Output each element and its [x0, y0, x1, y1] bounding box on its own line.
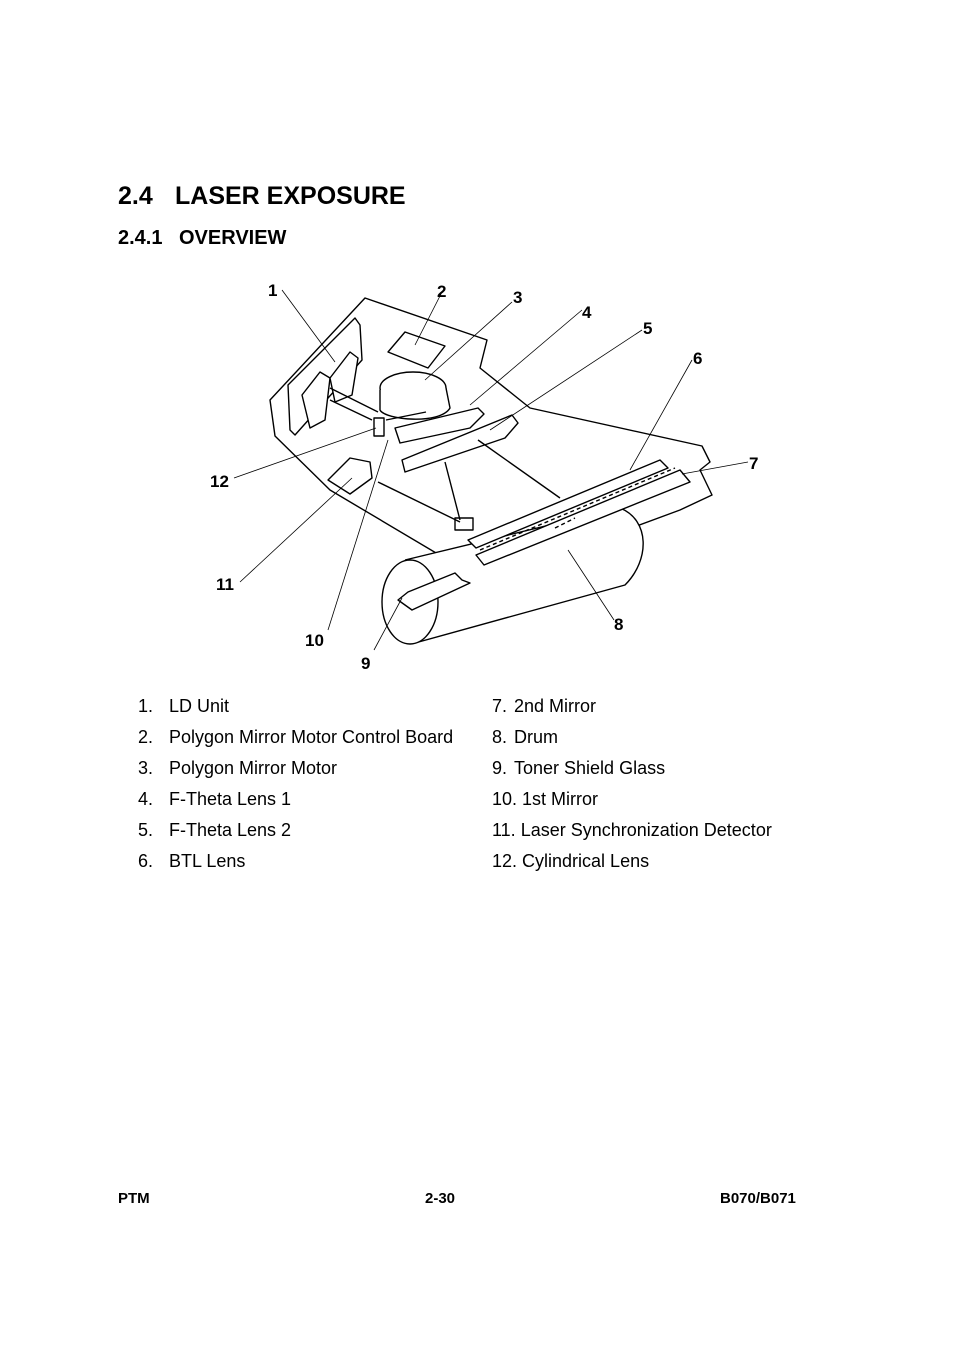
callout-6: 6 — [693, 349, 702, 368]
section-title: LASER EXPOSURE — [175, 182, 406, 210]
item-label: Cylindrical Lens — [522, 851, 650, 871]
list-item: 8. Drum — [492, 725, 772, 756]
item-number: 4. — [138, 789, 154, 809]
item-label: F-Theta Lens 1 — [169, 789, 292, 809]
cylindrical-lens — [373, 417, 385, 437]
list-item: 1. LD Unit — [138, 694, 453, 725]
item-number: 12. — [492, 851, 518, 871]
callout-4: 4 — [582, 303, 592, 322]
item-number: 11. — [492, 820, 516, 840]
first-mirror — [454, 517, 474, 531]
item-number: 3. — [138, 758, 154, 778]
item-label: Laser Synchronization Detector — [520, 820, 772, 840]
list-item: 3. Polygon Mirror Motor — [138, 756, 453, 787]
item-number: 1. — [138, 696, 154, 716]
list-item: 7. 2nd Mirror — [492, 694, 772, 725]
list-item: 2. Polygon Mirror Motor Control Board — [138, 725, 453, 756]
list-item: 6. BTL Lens — [138, 849, 453, 880]
sync-detector — [327, 457, 373, 495]
polygon-control-board — [387, 331, 446, 369]
item-label: F-Theta Lens 2 — [169, 820, 292, 840]
item-label: Toner Shield Glass — [514, 758, 666, 778]
legend-right-column: 7. 2nd Mirror 8. Drum 9. Toner Shield Glass… — [492, 694, 772, 880]
subsection-title: OVERVIEW — [179, 227, 287, 249]
item-label: Drum — [514, 727, 558, 747]
list-item: 10.1st Mirror — [492, 787, 772, 818]
callout-3: 3 — [513, 288, 522, 307]
callout-1: 1 — [268, 281, 277, 300]
section-heading: 2.4 LASER EXPOSURE — [118, 182, 406, 211]
callout-7: 7 — [749, 454, 758, 473]
subsection-heading: 2.4.1 OVERVIEW — [118, 227, 286, 250]
callout-12: 12 — [210, 472, 229, 491]
callout-8: 8 — [614, 615, 623, 634]
list-item: 4. F-Theta Lens 1 — [138, 787, 453, 818]
callout-2: 2 — [437, 282, 446, 301]
footer-left: PTM — [118, 1190, 150, 1207]
item-label: Polygon Mirror Motor — [169, 758, 338, 778]
item-number: 5. — [138, 820, 154, 840]
item-label: BTL Lens — [169, 851, 246, 871]
item-number: 2. — [138, 727, 154, 747]
item-label: 2nd Mirror — [514, 696, 597, 716]
list-item: 9. Toner Shield Glass — [492, 756, 772, 787]
list-item: 5. F-Theta Lens 2 — [138, 818, 453, 849]
legend-left-column: 1. LD Unit 2. Polygon Mirror Motor Control… — [138, 694, 453, 880]
f-theta-lens-2 — [401, 414, 519, 473]
f-theta-lens-1 — [394, 407, 485, 444]
callout-5: 5 — [643, 319, 652, 338]
item-number: 10. — [492, 789, 518, 809]
item-number: 6. — [138, 851, 154, 871]
item-number: 7. — [492, 696, 508, 716]
btl-lens — [467, 459, 669, 549]
footer-page-number: 2-30 — [425, 1190, 456, 1207]
laser-exposure-diagram: 1 2 3 4 5 6 7 8 9 10 11 12 — [210, 281, 758, 673]
callout-11: 11 — [216, 575, 234, 594]
callout-9: 9 — [361, 654, 370, 673]
item-number: 8. — [492, 727, 508, 747]
second-mirror — [475, 469, 691, 566]
item-number: 9. — [492, 758, 508, 778]
subsection-number: 2.4.1 — [118, 227, 163, 249]
callout-10: 10 — [305, 631, 324, 650]
drum — [404, 507, 644, 644]
section-number: 2.4 — [118, 182, 153, 210]
footer-right: B070/B071 — [720, 1190, 796, 1207]
list-item: 11.Laser Synchronization Detector — [492, 818, 772, 849]
item-label: Polygon Mirror Motor Control Board — [169, 727, 454, 747]
item-label: LD Unit — [169, 696, 230, 716]
toner-shield-glass — [397, 572, 471, 611]
list-item: 12.Cylindrical Lens — [492, 849, 772, 880]
item-label: 1st Mirror — [522, 789, 599, 809]
